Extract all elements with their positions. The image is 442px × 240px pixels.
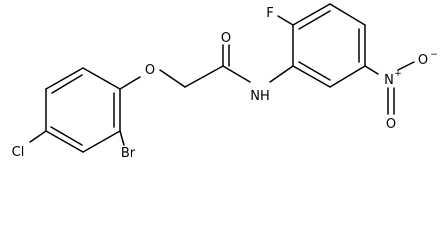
left-ring <box>45 67 121 153</box>
atom-o-nitro-double: O <box>386 117 396 132</box>
bond <box>159 69 186 88</box>
charge-plus: + <box>394 69 402 79</box>
bond <box>298 10 331 30</box>
bond <box>119 130 125 146</box>
molecule-structure: O O NH F Br Cl N + O − O <box>12 3 438 158</box>
atom-f: F <box>266 6 273 21</box>
bond <box>364 65 379 75</box>
bond <box>329 3 366 26</box>
bond <box>184 65 224 88</box>
atom-n-nitro: N <box>384 73 394 88</box>
bond <box>29 130 47 143</box>
bond <box>329 65 366 88</box>
bond <box>292 3 331 26</box>
atom-br: Br <box>121 146 136 158</box>
charge-minus: − <box>430 50 438 60</box>
bond <box>50 126 83 146</box>
bond <box>82 130 121 153</box>
atom-o-ether: O <box>145 63 155 78</box>
bond <box>45 130 84 153</box>
atom-o-nitro-minus: O <box>418 53 428 68</box>
bond <box>397 61 415 71</box>
atom-nh: NH <box>250 89 270 104</box>
atom-cl: Cl <box>12 145 25 158</box>
right-ring <box>292 3 366 88</box>
bond <box>119 76 141 90</box>
bond <box>51 74 83 94</box>
bond <box>82 67 121 90</box>
bond <box>269 65 294 83</box>
bond <box>222 65 251 83</box>
bond <box>277 15 294 26</box>
bond <box>45 67 84 90</box>
bond <box>292 65 331 88</box>
atom-o-carbonyl: O <box>221 31 231 46</box>
bond <box>298 61 331 81</box>
